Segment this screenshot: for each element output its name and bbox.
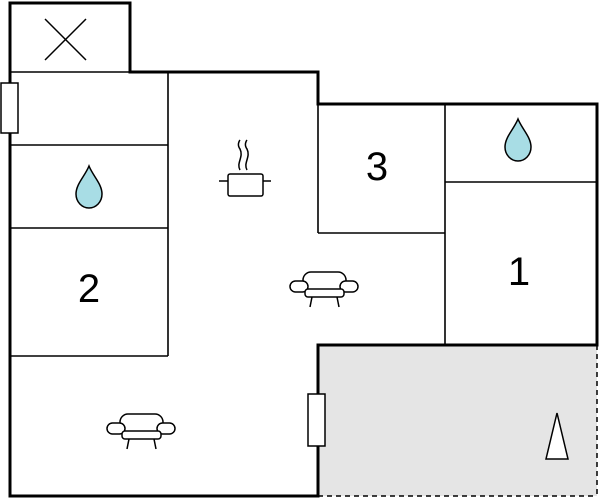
terrace-door: [307, 393, 326, 447]
sofa-icon: [106, 413, 176, 450]
window-left: [0, 82, 19, 134]
interior-walls: [10, 71, 597, 357]
room-3-label: 3: [366, 145, 388, 189]
room-2-label: 2: [78, 267, 100, 311]
sofa-icon: [289, 271, 359, 308]
water-drop-icon: [504, 116, 532, 162]
cooking-pot-icon: [219, 139, 271, 197]
terrace: [318, 345, 598, 497]
north-arrow-icon: [545, 412, 569, 460]
water-drop-icon: [75, 163, 103, 209]
room-1-label: 1: [508, 250, 530, 294]
x-cross-icon: [44, 18, 87, 61]
